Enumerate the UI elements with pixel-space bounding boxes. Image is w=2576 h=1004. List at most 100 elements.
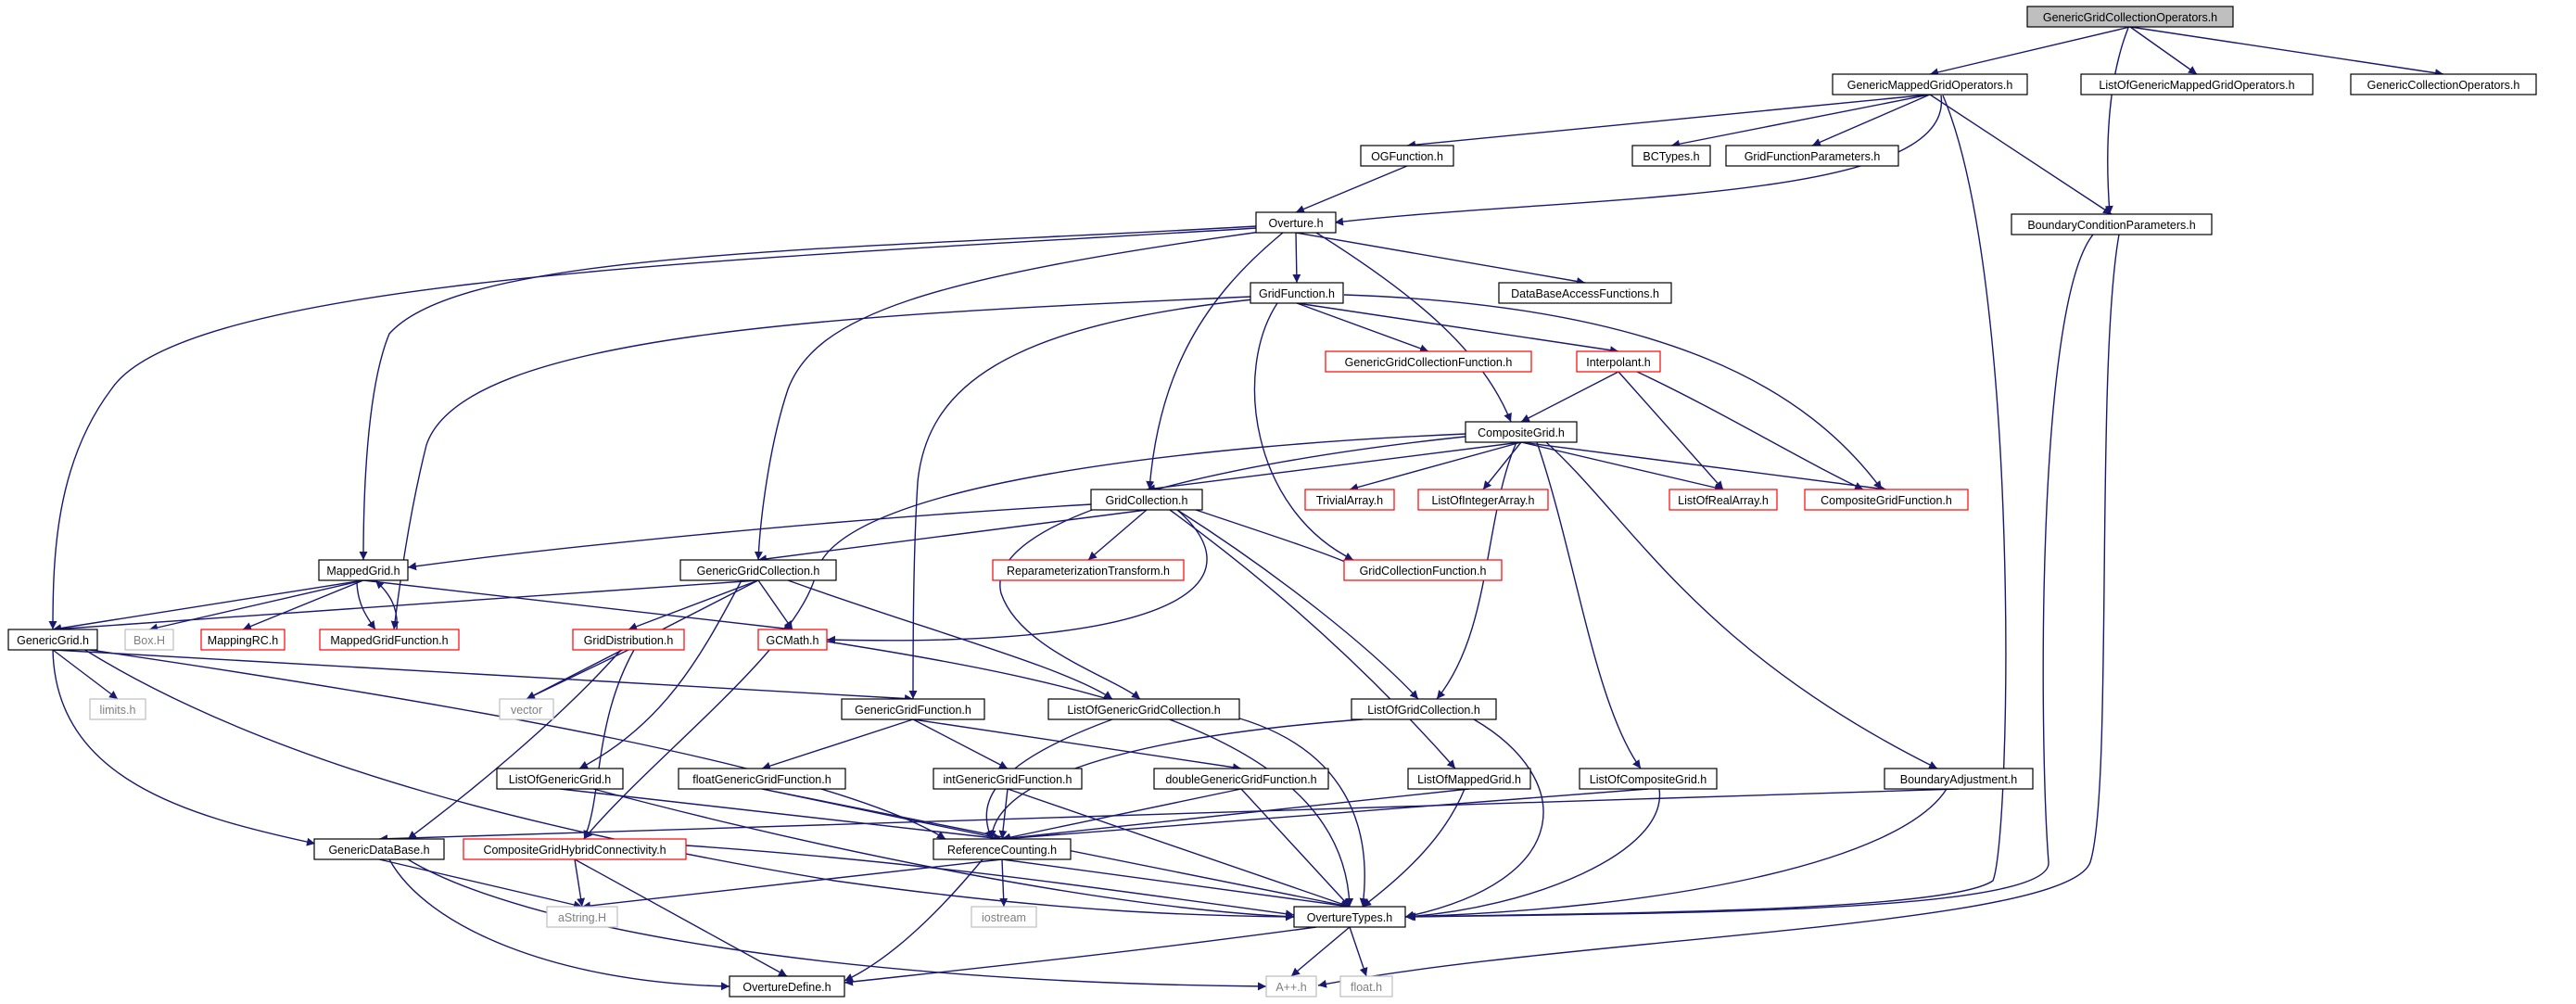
- node-listofgenericgrid-h[interactable]: ListOfGenericGrid.h: [496, 768, 624, 790]
- edge-compositegrid-h-to-trivialarray-h: [1349, 441, 1522, 491]
- node-listofrealarray-h[interactable]: ListOfRealArray.h: [1669, 489, 1778, 511]
- node-listofgridcollection-h[interactable]: ListOfGridCollection.h: [1351, 698, 1497, 720]
- node-boundaryconditionparameters-h[interactable]: BoundaryConditionParameters.h: [2011, 213, 2213, 235]
- node-compositegridhybridconnectivity-h[interactable]: CompositeGridHybridConnectivity.h: [463, 838, 687, 860]
- edge-compositegrid-h-to-listofcompositegrid-h: [1536, 441, 1642, 769]
- node-label: OGFunction.h: [1371, 150, 1443, 163]
- node-label: GCMath.h: [767, 634, 819, 647]
- node-gridfunction-h[interactable]: GridFunction.h: [1250, 282, 1344, 304]
- node-mappedgrid-h[interactable]: MappedGrid.h: [318, 559, 409, 581]
- node-label: OvertureTypes.h: [1307, 911, 1392, 924]
- edge-genericgridfunction-h-to-floatgenericgridfunction-h: [761, 718, 914, 770]
- node-intgenericgridfunction-h[interactable]: intGenericGridFunction.h: [933, 768, 1083, 790]
- node-genericgridcollectionoperators-h[interactable]: GenericGridCollectionOperators.h: [2026, 6, 2234, 28]
- edge-interpolant-h-to-compositegrid-h: [1520, 371, 1619, 423]
- node-genericgridcollectionfunction-h[interactable]: GenericGridCollectionFunction.h: [1325, 350, 1532, 373]
- node-label: ListOfRealArray.h: [1678, 494, 1769, 507]
- node-limits-h: limits.h: [89, 698, 146, 720]
- node-referencecounting-h[interactable]: ReferenceCounting.h: [933, 838, 1072, 860]
- node-label: iostream: [982, 911, 1026, 924]
- node-floatgenericgridfunction-h[interactable]: floatGenericGridFunction.h: [678, 768, 846, 790]
- edge-referencecounting-h-to-astring-h: [581, 858, 1003, 910]
- node-box: [1304, 489, 1395, 511]
- node-box: [2026, 6, 2234, 28]
- node-listofmappedgrid-h[interactable]: ListOfMappedGrid.h: [1407, 768, 1531, 790]
- node-gridcollection-h[interactable]: GridCollection.h: [1090, 489, 1203, 511]
- node-mappedgridfunction-h[interactable]: MappedGridFunction.h: [319, 629, 460, 651]
- node-griddistribution-h[interactable]: GridDistribution.h: [572, 629, 685, 651]
- node-label: Interpolant.h: [1586, 356, 1651, 369]
- node-label: GenericGridFunction.h: [855, 704, 971, 717]
- edge-listofgenericgrid-h-to-overturetypes-h: [592, 788, 1295, 921]
- node-genericcollectionoperators-h[interactable]: GenericCollectionOperators.h: [2350, 73, 2537, 95]
- node-gcmath-h[interactable]: GCMath.h: [757, 629, 828, 651]
- node-listofintegerarray-h[interactable]: ListOfIntegerArray.h: [1417, 489, 1549, 511]
- node-gridcollectionfunction-h[interactable]: GridCollectionFunction.h: [1343, 559, 1503, 581]
- edge-genericgridfunction-h-to-doublegenericgridfunction-h: [912, 718, 1242, 772]
- node-mappingrc-h[interactable]: MappingRC.h: [200, 629, 286, 651]
- edge-boundaryadjustment-h-to-genericdatabase-h: [378, 788, 1960, 844]
- node-box: [2350, 73, 2537, 95]
- node-overturedefine-h[interactable]: OvertureDefine.h: [729, 975, 845, 998]
- node-genericgridfunction-h[interactable]: GenericGridFunction.h: [841, 698, 985, 720]
- node-box: [679, 559, 837, 581]
- node-boundaryadjustment-h[interactable]: BoundaryAdjustment.h: [1884, 768, 2034, 790]
- node-genericdatabase-h[interactable]: GenericDataBase.h: [313, 838, 445, 860]
- node-label: limits.h: [100, 704, 136, 717]
- node-label: CompositeGridFunction.h: [1821, 494, 1952, 507]
- node-databaseaccessfunctions-h[interactable]: DataBaseAccessFunctions.h: [1498, 282, 1672, 304]
- edge-genericgridcollection-h-to-genericgrid-h: [52, 579, 759, 633]
- node-listofcompositegrid-h[interactable]: ListOfCompositeGrid.h: [1579, 768, 1718, 790]
- node-label: ListOfGenericGridCollection.h: [1067, 704, 1220, 717]
- node-label: doubleGenericGridFunction.h: [1165, 773, 1316, 786]
- node-genericgrid-h[interactable]: GenericGrid.h: [7, 629, 98, 651]
- edge-genericmappedgridoperators-h-to-boundaryconditionparameters-h: [1929, 94, 2113, 215]
- node-box-h: Box.H: [124, 629, 174, 651]
- node-box: [1153, 768, 1329, 790]
- node-doublegenericgridfunction-h[interactable]: doubleGenericGridFunction.h: [1153, 768, 1329, 790]
- node-layer: GenericGridCollectionOperators.hGenericM…: [7, 6, 2537, 998]
- edge-interpolant-h-to-listofrealarray-h: [1618, 371, 1724, 490]
- node-bctypes-h[interactable]: BCTypes.h: [1631, 145, 1711, 167]
- node-trivialarray-h[interactable]: TrivialArray.h: [1304, 489, 1395, 511]
- edge-genericgridcollection-h-to-listofgenericgridcollection-h: [787, 579, 1113, 700]
- edge-overture-h-to-genericgridcollection-h: [754, 231, 1262, 561]
- edge-genericgridcollectionoperators-h-to-boundaryconditionparameters-h: [2104, 27, 2129, 215]
- node-gridfunctionparameters-h[interactable]: GridFunctionParameters.h: [1725, 145, 1899, 167]
- edge-listofmappedgrid-h-to-referencecounting-h: [1001, 788, 1470, 843]
- edge-interpolant-h-to-compositegridfunction-h: [1636, 371, 1864, 490]
- node-reparameterizationtransform-h[interactable]: ReparameterizationTransform.h: [992, 559, 1185, 581]
- node-label: GenericMappedGridOperators.h: [1847, 79, 2013, 92]
- node-label: GenericGridCollection.h: [697, 565, 820, 578]
- node-box: [318, 559, 409, 581]
- node-label: GenericDataBase.h: [328, 844, 429, 857]
- edge-gridcollection-h-to-genericgridcollection-h: [757, 509, 1148, 564]
- node-overturetypes-h[interactable]: OvertureTypes.h: [1293, 906, 1406, 928]
- node-box: [319, 629, 460, 651]
- node-box: [1293, 906, 1406, 928]
- node-genericmappedgridoperators-h[interactable]: GenericMappedGridOperators.h: [1832, 73, 2028, 95]
- edge-genericgrid-h-to-overturetypes-h: [82, 648, 1295, 921]
- node-interpolant-h[interactable]: Interpolant.h: [1576, 350, 1661, 373]
- node-overture-h[interactable]: Overture.h: [1255, 211, 1337, 234]
- edge-compositegrid-h-to-boundaryadjustment-h: [1545, 441, 1938, 769]
- node-float-h: float.h: [1339, 975, 1393, 998]
- node-compositegridfunction-h[interactable]: CompositeGridFunction.h: [1804, 489, 1969, 511]
- edge-mappedgrid-h-to-genericgrid-h: [52, 579, 364, 633]
- edge-genericgrid-h-to-limits-h: [52, 649, 119, 700]
- node-box: [1669, 489, 1778, 511]
- edge-genericgridfunction-h-to-intgenericgridfunction-h: [912, 718, 1009, 769]
- node-label: ListOfGenericMappedGridOperators.h: [2099, 79, 2294, 92]
- node-box: [1832, 73, 2028, 95]
- node-box: [1255, 211, 1337, 234]
- node-listofgenericmappedgridoperators-h[interactable]: ListOfGenericMappedGridOperators.h: [2080, 73, 2314, 95]
- node-box: [971, 906, 1037, 928]
- node-genericgridcollection-h[interactable]: GenericGridCollection.h: [679, 559, 837, 581]
- edge-doublegenericgridfunction-h-to-overturetypes-h: [1240, 788, 1351, 908]
- node-ogfunction-h[interactable]: OGFunction.h: [1360, 145, 1454, 167]
- edge-overture-h-to-genericgrid-h: [48, 227, 1258, 630]
- node-compositegrid-h[interactable]: CompositeGrid.h: [1465, 421, 1578, 443]
- node-listofgenericgridcollection-h[interactable]: ListOfGenericGridCollection.h: [1047, 698, 1240, 720]
- edge-overture-h-to-gridfunction-h: [1292, 232, 1301, 284]
- edge-compositegridhybridconnectivity-h-to-astring-h: [574, 858, 586, 908]
